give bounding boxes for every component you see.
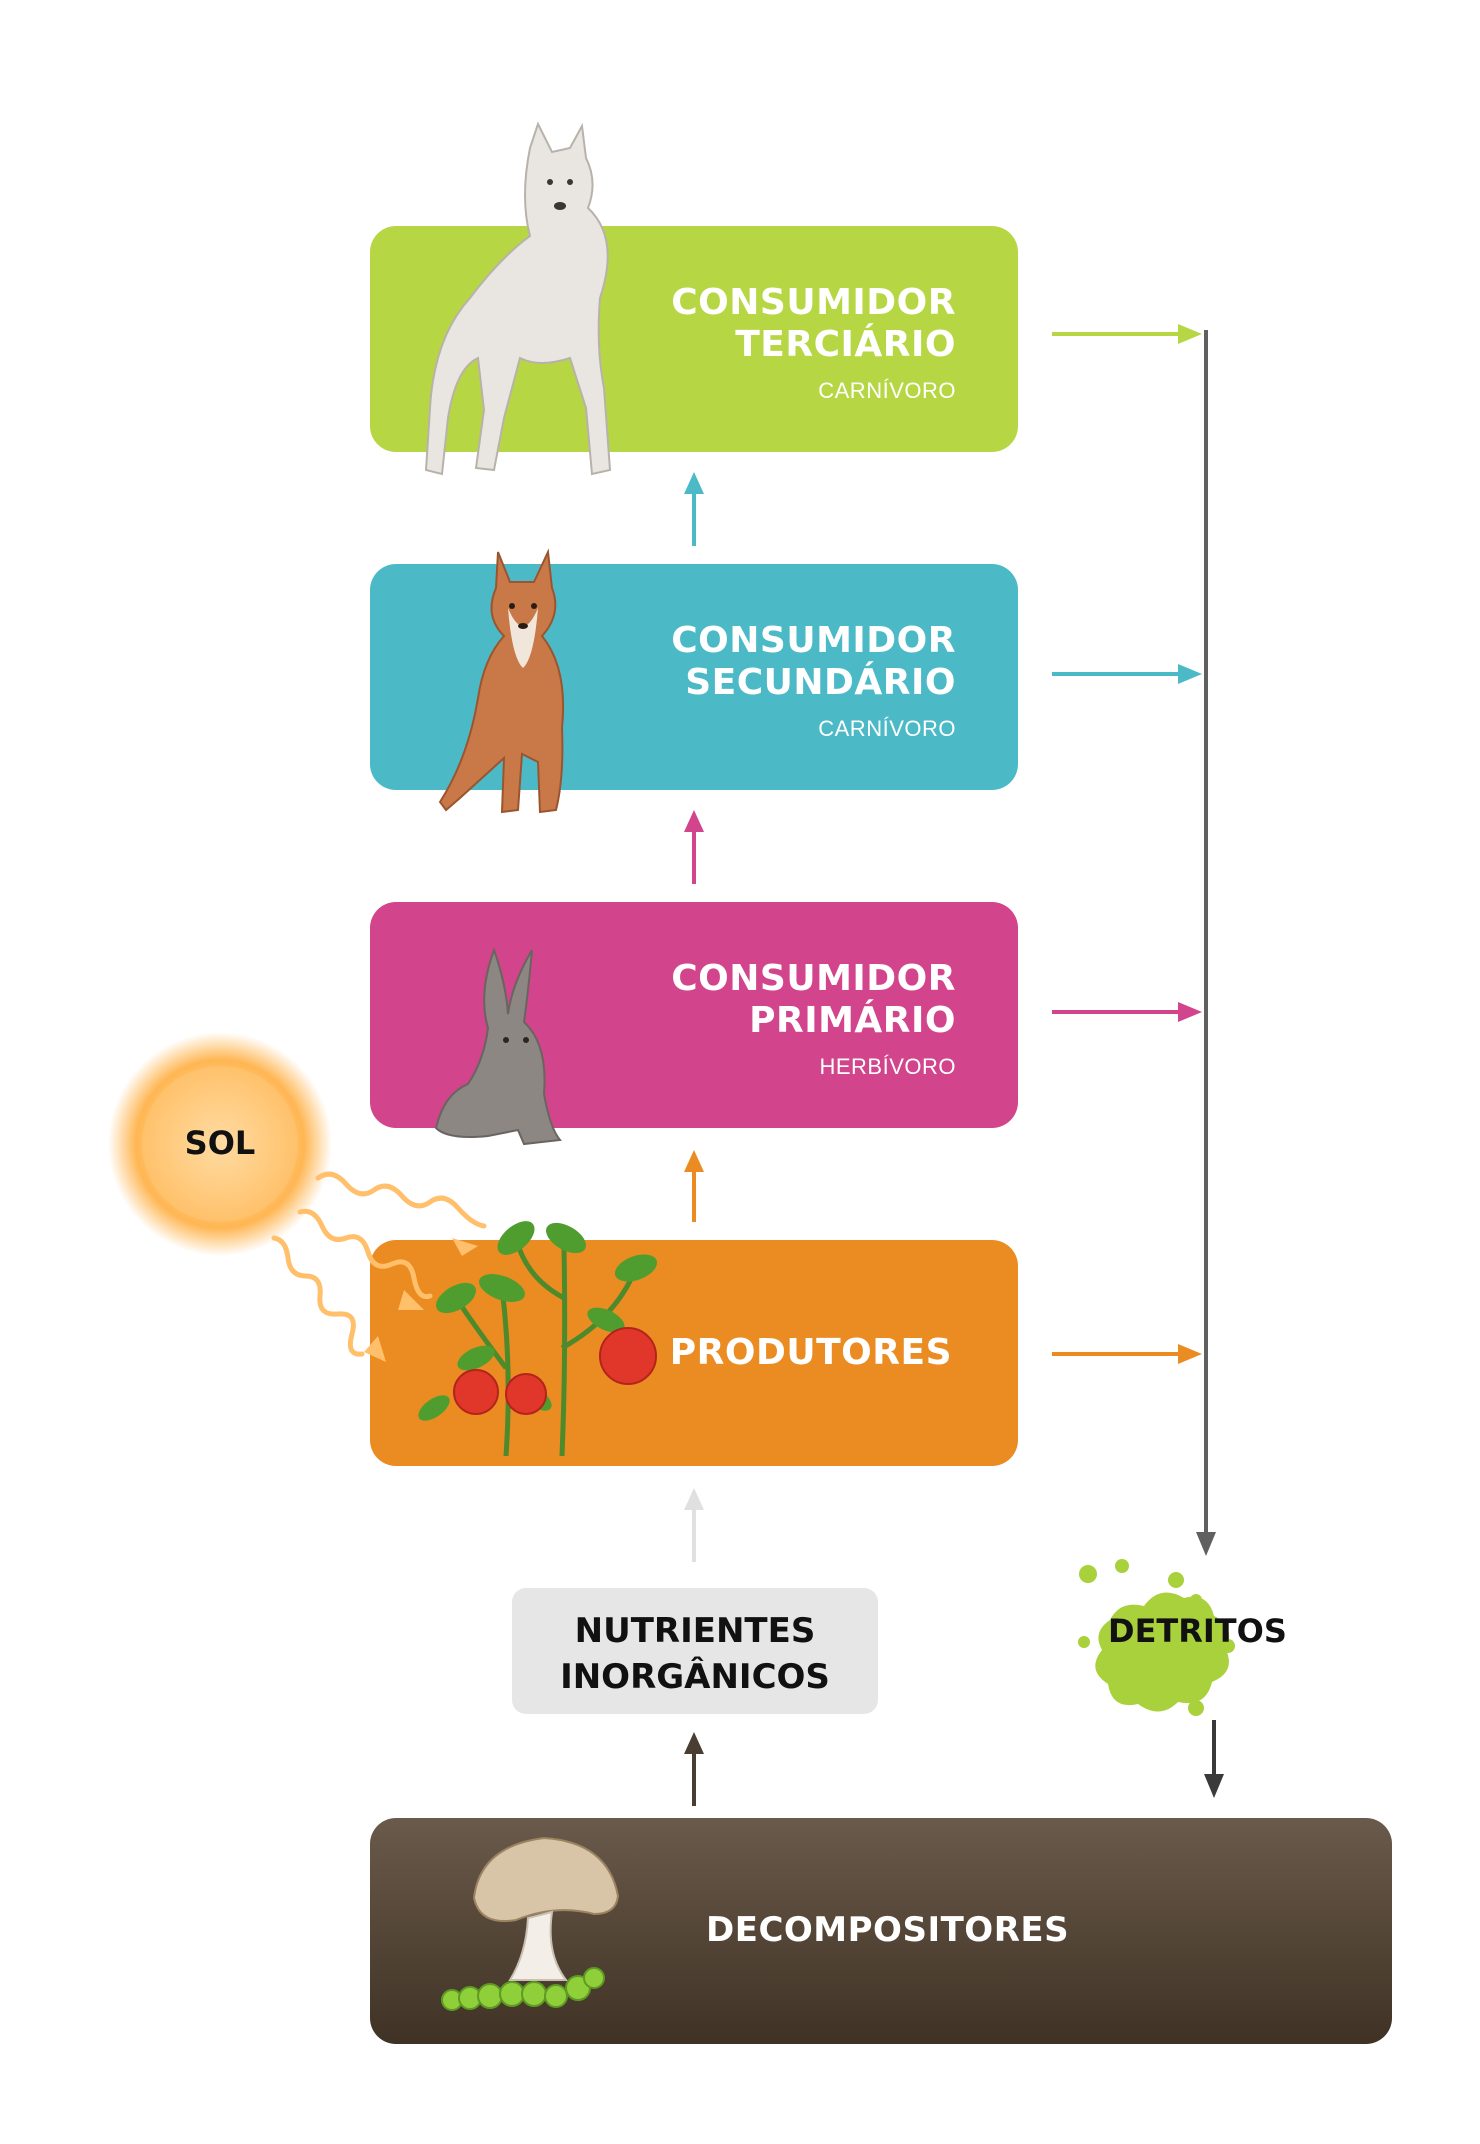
splat-icon <box>1078 1559 1235 1716</box>
arrow-secondary-to-tertiary <box>684 472 704 546</box>
tertiary-title-line1: CONSUMIDOR <box>671 282 956 323</box>
arrow-nutrients-to-producers <box>684 1488 704 1562</box>
sun-rays <box>271 1171 487 1357</box>
arrow-tertiary-to-detritus <box>1052 324 1202 344</box>
arrow-trunk-down <box>1196 330 1216 1556</box>
arrow-decomposers-to-nutrients <box>684 1732 704 1806</box>
tertiary-title-line2: TERCIÁRIO <box>735 324 956 365</box>
arrow-producers-to-detritus <box>1052 1344 1202 1364</box>
arrow-primary-to-detritus <box>1052 1002 1202 1022</box>
tomato-plant-icon <box>418 1221 658 1457</box>
secondary-title-line2: SECUNDÁRIO <box>685 662 956 703</box>
primary-consumer-title: CONSUMIDOR PRIMÁRIO <box>671 958 956 1042</box>
nutrients-box: NUTRIENTES INORGÂNICOS <box>512 1588 878 1714</box>
detritus-label: DETRITOS <box>1108 1612 1287 1650</box>
primary-consumer-subtitle: HERBÍVORO <box>819 1054 956 1079</box>
decomposers-title: DECOMPOSITORES <box>706 1910 1070 1950</box>
secondary-consumer-subtitle: CARNÍVORO <box>818 716 956 741</box>
primary-title-line2: PRIMÁRIO <box>749 1000 956 1041</box>
nutrients-line1: NUTRIENTES <box>574 1611 816 1651</box>
fox-icon <box>438 548 565 814</box>
sun-ray-heads <box>364 1238 478 1362</box>
tertiary-consumer-title: CONSUMIDOR TERCIÁRIO <box>671 282 956 366</box>
mushroom-icon <box>472 1836 620 1981</box>
nutrients-label: NUTRIENTES INORGÂNICOS <box>512 1608 878 1700</box>
arrow-primary-to-secondary <box>684 810 704 884</box>
caterpillar-icon <box>441 1967 605 2011</box>
producers-title: PRODUTORES <box>669 1332 952 1373</box>
rabbit-icon <box>434 947 562 1146</box>
wolf-icon <box>424 121 612 476</box>
sun-icon <box>108 1032 332 1256</box>
tertiary-consumer-subtitle: CARNÍVORO <box>818 378 956 403</box>
arrow-secondary-to-detritus <box>1052 664 1202 684</box>
secondary-title-line1: CONSUMIDOR <box>671 620 956 661</box>
arrow-detritus-to-decomposers <box>1204 1720 1224 1798</box>
primary-title-line1: CONSUMIDOR <box>671 958 956 999</box>
sun-label: SOL <box>184 1124 256 1162</box>
nutrients-line2: INORGÂNICOS <box>560 1657 830 1697</box>
arrow-producers-to-primary <box>684 1150 704 1222</box>
secondary-consumer-title: CONSUMIDOR SECUNDÁRIO <box>671 620 956 704</box>
